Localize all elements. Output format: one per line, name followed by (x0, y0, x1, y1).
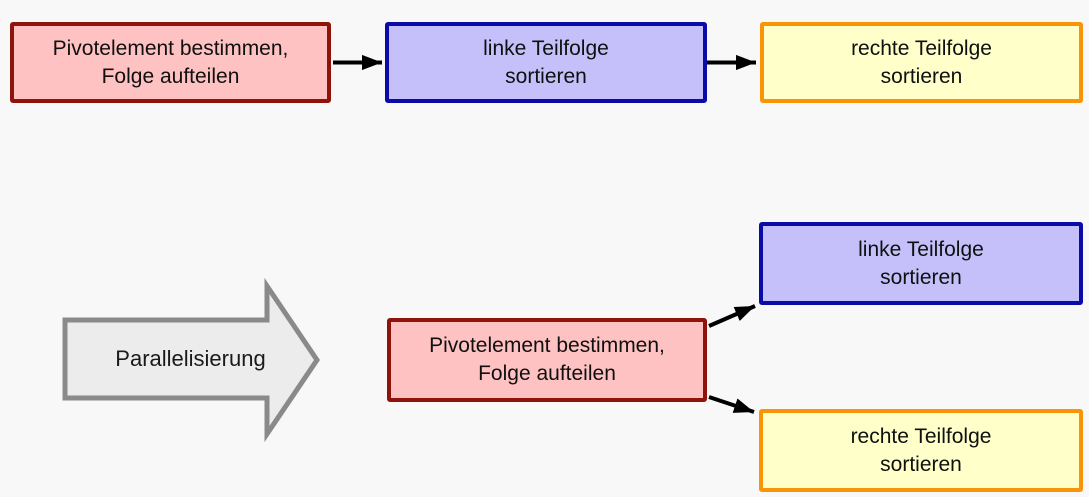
node-left-sequential-line1: linke Teilfolge (483, 36, 609, 60)
node-pivot-sequential-line2: Folge aufteilen (101, 64, 240, 88)
node-right-sequential-line1: rechte Teilfolge (851, 36, 992, 60)
arrow-pivot-to-left-parallel (708, 304, 756, 328)
parallelisierung-label: Parallelisierung (115, 346, 266, 371)
node-right-subsequence-parallel: rechte Teilfolge sortieren (759, 409, 1083, 492)
node-pivot-sequential: Pivotelement bestimmen, Folge aufteilen (10, 22, 331, 103)
arrow-pivot-to-right-parallel (708, 395, 755, 414)
node-left-sequential-line2: sortieren (505, 64, 587, 88)
node-pivot-parallel-line1: Pivotelement bestimmen, (429, 334, 665, 358)
node-pivot-parallel: Pivotelement bestimmen, Folge aufteilen (387, 318, 707, 402)
node-right-parallel-line2: sortieren (880, 452, 962, 476)
node-pivot-sequential-line1: Pivotelement bestimmen, (52, 36, 289, 60)
node-left-subsequence-parallel: linke Teilfolge sortieren (759, 222, 1083, 305)
node-left-parallel-line2: sortieren (880, 265, 962, 289)
node-right-sequential-line2: sortieren (880, 64, 963, 88)
node-left-parallel-line1: linke Teilfolge (858, 237, 984, 261)
node-right-subsequence-sequential: rechte Teilfolge sortieren (760, 22, 1083, 103)
node-left-subsequence-sequential: linke Teilfolge sortieren (385, 22, 707, 103)
node-pivot-parallel-line2: Folge aufteilen (478, 362, 616, 385)
node-right-parallel-line1: rechte Teilfolge (850, 424, 992, 448)
